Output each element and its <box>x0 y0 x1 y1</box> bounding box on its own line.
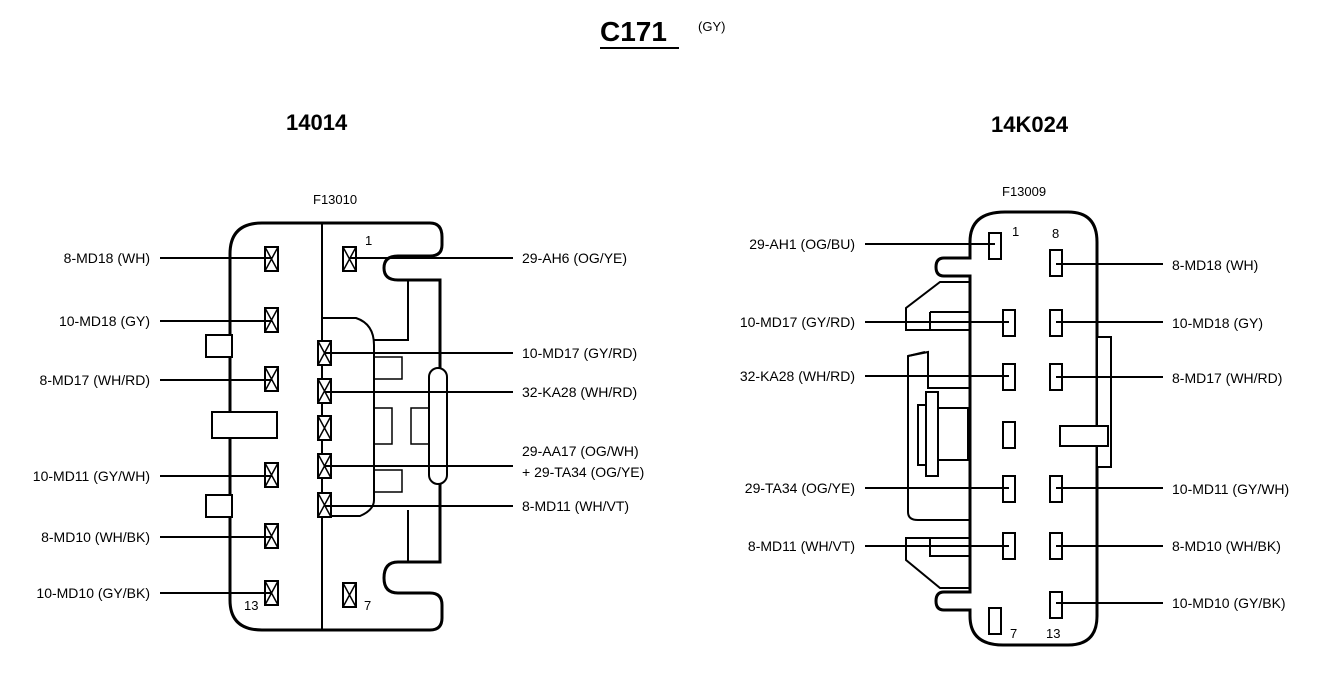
left-latch <box>428 367 448 485</box>
left-part-code: F13010 <box>313 192 357 207</box>
wire-label: 8-MD11 (WH/VT) <box>522 498 629 514</box>
right-part-code: F13009 <box>1002 184 1046 199</box>
pin-cavity <box>264 523 279 549</box>
left-pin-column <box>317 246 357 608</box>
wire-label: 8-MD10 (WH/BK) <box>41 529 150 545</box>
wire-label: + 29-TA34 (OG/YE) <box>522 464 644 480</box>
wire-label: 8-MD18 (WH) <box>1172 257 1258 273</box>
left-key <box>211 411 278 439</box>
right-pin-number-1: 1 <box>1012 224 1019 239</box>
wire-label: 29-AA17 (OG/WH) <box>522 443 639 459</box>
wire-label: 10-MD11 (GY/WH) <box>33 468 150 484</box>
wire-label: 10-MD17 (GY/RD) <box>740 314 855 330</box>
right-pin-number-8: 8 <box>1052 226 1059 241</box>
wire-label: 8-MD10 (WH/BK) <box>1172 538 1281 554</box>
wire-label: 29-AH1 (OG/BU) <box>749 236 855 252</box>
pin-cavity <box>1049 591 1063 619</box>
right-lower-latch <box>905 537 970 589</box>
wire-label: 32-KA28 (WH/RD) <box>522 384 637 400</box>
pin-cavity <box>317 415 332 441</box>
connector-title: C171 <box>600 16 667 47</box>
right-pin-column-left <box>988 232 1016 635</box>
wire-label: 8-MD18 (WH) <box>64 250 150 266</box>
left-pin-number-1: 1 <box>365 233 372 248</box>
wire-label: 10-MD10 (GY/BK) <box>1172 595 1286 611</box>
wire-label: 10-MD10 (GY/BK) <box>36 585 150 601</box>
wire-label: 32-KA28 (WH/RD) <box>740 368 855 384</box>
wire-label: 10-MD11 (GY/WH) <box>1172 481 1289 497</box>
pin-cavity <box>988 232 1002 260</box>
pin-cavity <box>342 582 357 608</box>
right-connector: 14K024 F13009 <box>740 112 1289 647</box>
left-part-number: 14014 <box>286 110 348 135</box>
right-pin-number-13: 13 <box>1046 626 1060 641</box>
wire-label: 29-TA34 (OG/YE) <box>745 480 855 496</box>
left-connector: 14014 F13010 <box>33 110 644 632</box>
connector-color: (GY) <box>698 19 725 34</box>
right-pin-number-7: 7 <box>1010 626 1017 641</box>
wire-label: 29-AH6 (OG/YE) <box>522 250 627 266</box>
right-side-rail <box>1096 336 1112 468</box>
wire-label: 8-MD17 (WH/RD) <box>1172 370 1282 386</box>
wire-label: 8-MD17 (WH/RD) <box>40 372 150 388</box>
left-side-tab <box>205 494 233 518</box>
left-side-tab <box>205 334 233 358</box>
pin-cavity <box>1002 421 1016 449</box>
left-connector-body <box>228 221 444 632</box>
pin-cavity <box>264 307 279 333</box>
wire-label: 10-MD18 (GY) <box>1172 315 1263 331</box>
right-side-tab <box>1059 425 1109 447</box>
pin-cavity <box>988 607 1002 635</box>
right-upper-latch <box>905 281 970 331</box>
wire-label: 10-MD17 (GY/RD) <box>522 345 637 361</box>
right-part-number: 14K024 <box>991 112 1069 137</box>
wire-label: 8-MD11 (WH/VT) <box>748 538 855 554</box>
right-pin-column-right <box>1049 249 1063 619</box>
left-pin-number-13: 13 <box>244 598 258 613</box>
left-pin-number-7: 7 <box>364 598 371 613</box>
pin-cavity <box>317 340 332 366</box>
wire-label: 10-MD18 (GY) <box>59 313 150 329</box>
